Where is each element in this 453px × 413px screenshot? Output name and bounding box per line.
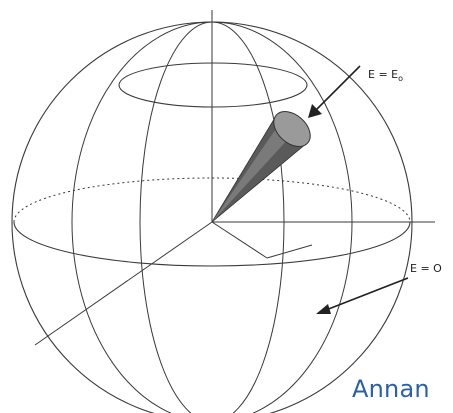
label-e-equals-e0: E = Eo [368,68,403,83]
diagonal-axis [34,221,213,346]
upper-latitude-front [118,84,308,108]
arrow-e-0 [316,277,409,314]
arrow-e-e0 [308,65,361,118]
projection-line-1 [211,221,268,259]
upper-latitude-back [118,62,308,86]
projection-line-2 [266,244,313,259]
cone-cap [273,111,311,147]
equator-front [13,221,411,267]
cone [211,111,311,223]
cone-shade [212,120,290,222]
label-e-equals-0: E = O [410,262,442,275]
caption-text: Annan [352,375,430,403]
